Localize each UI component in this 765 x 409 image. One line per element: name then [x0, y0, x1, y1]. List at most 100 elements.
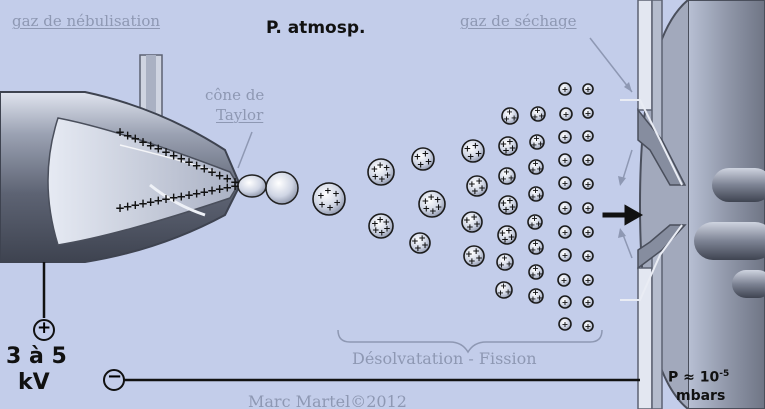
droplet-cloud: ++++++++++++++++++++++++++++++++++++++++… — [312, 82, 594, 332]
surface-charge: + — [230, 175, 240, 189]
svg-text:+: + — [475, 254, 483, 264]
surface-charge: + — [130, 132, 140, 146]
svg-text:+: + — [318, 200, 326, 210]
charged-droplet: ++++ — [466, 175, 488, 197]
svg-text:+: + — [502, 147, 510, 157]
surface-charge: + — [115, 201, 125, 215]
surface-charge: + — [130, 198, 140, 212]
taylor-cone-pinch — [237, 171, 299, 205]
svg-text:+: + — [414, 244, 422, 254]
surface-charge: + — [123, 128, 133, 142]
svg-text:+: + — [536, 191, 543, 200]
svg-text:+: + — [562, 204, 569, 213]
svg-text:+: + — [511, 114, 518, 123]
svg-text:+: + — [585, 252, 592, 261]
surface-charge: + — [161, 192, 171, 206]
svg-text:+: + — [500, 175, 507, 184]
charged-droplet: ++++++ — [367, 158, 395, 186]
surface-charge: + — [176, 189, 186, 203]
svg-text:+: + — [498, 261, 505, 270]
surface-charge: + — [199, 185, 209, 199]
svg-text:+: + — [383, 225, 391, 235]
svg-text:+: + — [585, 156, 592, 165]
surface-charge: + — [184, 155, 194, 169]
svg-text:+: + — [536, 293, 543, 302]
desolvation-bracket — [337, 329, 603, 354]
charged-droplet: + — [582, 274, 594, 286]
svg-text:+: + — [508, 174, 515, 183]
vacuum-pressure-line2: mbars — [676, 388, 726, 404]
svg-text:+: + — [503, 115, 510, 124]
svg-text:+: + — [317, 192, 325, 202]
svg-text:+: + — [585, 180, 592, 189]
svg-text:+: + — [585, 228, 592, 237]
charged-droplet: ++++ — [463, 245, 485, 267]
svg-text:+: + — [506, 108, 513, 117]
surface-charge: + — [230, 179, 240, 193]
charged-droplet: + — [559, 107, 573, 121]
atmospheric-pressure-label: P. atmosp. — [266, 18, 366, 38]
surface-charge: + — [222, 172, 232, 186]
charged-droplet: + — [558, 295, 572, 309]
svg-text:+: + — [585, 85, 592, 94]
credit-label: Marc Martel©2012 — [248, 392, 407, 409]
nebulisation-gas-label: gaz de nébulisation — [12, 12, 161, 30]
ion-entrance-arrow — [602, 204, 644, 226]
svg-text:+: + — [422, 197, 430, 207]
ion-transfer-tubes — [694, 168, 765, 298]
svg-text:+: + — [427, 193, 435, 203]
svg-text:+: + — [562, 298, 569, 307]
svg-text:+: + — [478, 184, 486, 194]
charged-droplet: + — [558, 130, 572, 144]
svg-text:+: + — [532, 239, 539, 248]
charged-droplet: +++ — [530, 106, 546, 122]
surface-charge: + — [176, 152, 186, 166]
svg-text:+: + — [470, 213, 478, 223]
vacuum-pressure-exponent: -5 — [719, 369, 730, 379]
svg-text:+: + — [471, 187, 479, 197]
svg-text:+: + — [585, 132, 592, 141]
surface-charge: + — [199, 162, 209, 176]
svg-text:+: + — [505, 288, 512, 297]
svg-text:+: + — [532, 186, 539, 195]
svg-text:+: + — [383, 164, 391, 174]
taylor-cone-label-line1: cône de — [205, 86, 265, 104]
svg-text:+: + — [585, 204, 592, 213]
svg-text:+: + — [376, 161, 384, 171]
svg-text:+: + — [536, 269, 543, 278]
charged-droplet: +++ — [528, 264, 544, 280]
surface-charge: + — [207, 183, 217, 197]
svg-text:+: + — [585, 322, 592, 331]
svg-text:+: + — [536, 244, 543, 253]
svg-text:+: + — [562, 320, 569, 329]
svg-text:+: + — [538, 111, 545, 120]
surface-charge: + — [153, 194, 163, 208]
drying-gas-arrows — [589, 37, 633, 259]
svg-text:+: + — [463, 216, 471, 226]
svg-text:+: + — [466, 223, 474, 233]
svg-text:+: + — [475, 177, 483, 187]
svg-text:+: + — [371, 219, 379, 229]
charged-droplet: +++ — [501, 107, 519, 125]
surface-charge: + — [207, 165, 217, 179]
charged-droplet: +++ — [529, 134, 545, 150]
charged-droplet: ++++ — [498, 136, 518, 157]
svg-text:+: + — [473, 220, 481, 230]
charged-droplet: + — [558, 317, 572, 331]
charged-droplet: + — [558, 201, 572, 215]
svg-text:+: + — [500, 282, 507, 291]
svg-text:+: + — [468, 257, 476, 267]
svg-text:+: + — [378, 229, 386, 239]
svg-text:+: + — [585, 276, 592, 285]
svg-text:+: + — [530, 192, 537, 201]
svg-text:+: + — [536, 164, 543, 173]
charged-droplet: + — [582, 202, 594, 214]
svg-text:+: + — [509, 144, 517, 154]
svg-text:+: + — [503, 168, 510, 177]
svg-text:+: + — [562, 85, 569, 94]
svg-text:+: + — [425, 157, 433, 167]
surface-charge: + — [146, 195, 156, 209]
surface-charge: + — [215, 182, 225, 196]
svg-text:+: + — [509, 203, 517, 213]
